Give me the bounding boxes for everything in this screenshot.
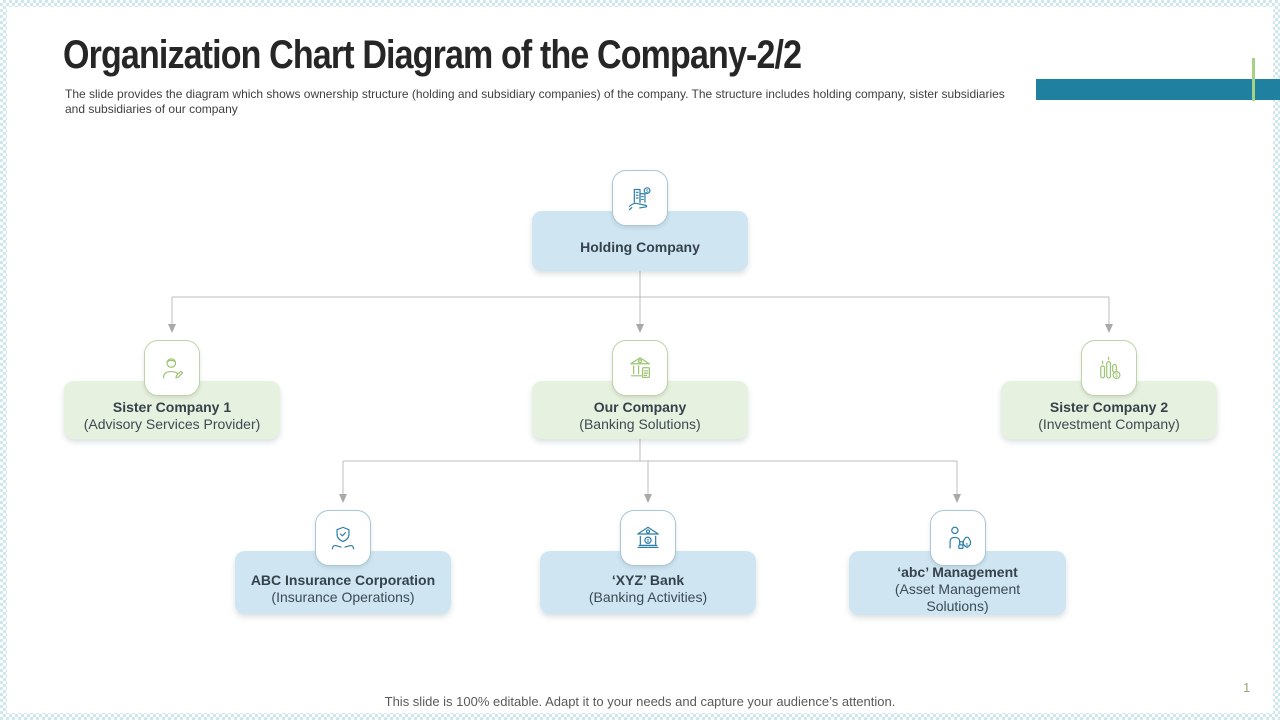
org-node-abc-management[interactable]: $ ‘abc’ Management (Asset Management Sol… xyxy=(849,510,1066,615)
svg-text:$: $ xyxy=(1115,373,1118,379)
node-subtitle: (Insurance Operations) xyxy=(271,588,415,605)
green-accent-tick xyxy=(1252,58,1255,101)
node-title: ABC Insurance Corporation xyxy=(250,571,436,588)
org-node-sister-company-1[interactable]: Sister Company 1 (Advisory Services Prov… xyxy=(64,340,280,439)
node-subtitle: (Advisory Services Provider) xyxy=(83,416,261,432)
node-title: Sister Company 1 xyxy=(112,399,232,415)
page-number: 1 xyxy=(1243,680,1251,695)
slide-footer-note: This slide is 100% editable. Adapt it to… xyxy=(384,694,896,709)
investment-growth-bars-icon: $ xyxy=(1081,340,1137,396)
asset-manager-money-bag-icon: $ xyxy=(929,510,986,566)
svg-text:$: $ xyxy=(647,538,650,544)
node-subtitle: (Asset Management Solutions) xyxy=(894,580,1021,614)
advisor-person-icon xyxy=(144,340,200,396)
org-node-holding-company[interactable]: $ Holding Company xyxy=(532,170,748,271)
svg-text:$: $ xyxy=(646,188,649,194)
shield-check-hands-icon xyxy=(315,510,371,566)
bank-dollar-icon: $ xyxy=(620,510,676,566)
org-node-xyz-bank[interactable]: $ ‘XYZ’ Bank (Banking Activities) xyxy=(540,510,756,614)
node-subtitle: (Banking Solutions) xyxy=(579,416,701,432)
node-subtitle: (Banking Activities) xyxy=(588,588,708,605)
org-node-abc-insurance-corporation[interactable]: ABC Insurance Corporation (Insurance Ope… xyxy=(235,510,451,614)
teal-accent-bar xyxy=(1036,79,1280,100)
svg-text:$: $ xyxy=(965,542,968,547)
node-title: Our Company xyxy=(593,399,687,415)
hand-holding-buildings-icon: $ xyxy=(612,170,668,226)
node-title: ‘abc’ Management xyxy=(897,563,1018,580)
node-subtitle: (Investment Company) xyxy=(1038,416,1180,432)
slide-subtitle: The slide provides the diagram which sho… xyxy=(65,87,1005,116)
node-title: ‘XYZ’ Bank xyxy=(611,571,685,588)
node-title: Sister Company 2 xyxy=(1049,399,1169,415)
bank-building-document-icon xyxy=(612,340,668,396)
org-node-our-company[interactable]: Our Company (Banking Solutions) xyxy=(532,340,748,439)
node-title: Holding Company xyxy=(580,238,700,255)
page-title: Organization Chart Diagram of the Compan… xyxy=(63,33,802,77)
org-node-sister-company-2[interactable]: $ Sister Company 2 (Investment Company) xyxy=(1001,340,1217,439)
